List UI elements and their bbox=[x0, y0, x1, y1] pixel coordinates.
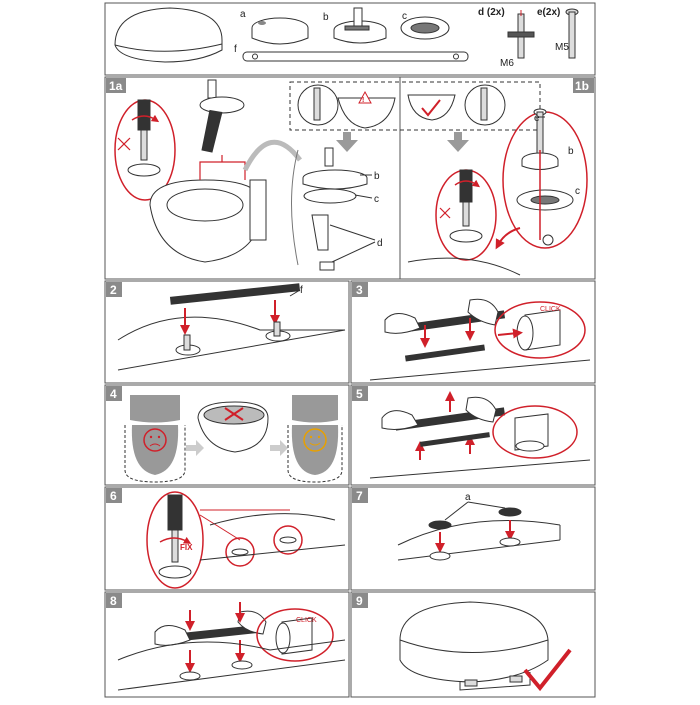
zoom-circle-1b-large bbox=[503, 112, 587, 248]
part-a-label: a bbox=[240, 9, 246, 20]
step-9-number: 9 bbox=[356, 594, 363, 608]
step-3-panel: 3 CLICK bbox=[352, 282, 590, 380]
fix-label-6: FIX bbox=[180, 543, 193, 552]
callout-c-1b: c bbox=[575, 186, 580, 197]
screwdriver-detail bbox=[128, 100, 160, 176]
step-9-panel: 9 bbox=[352, 593, 570, 690]
bowl-4 bbox=[198, 402, 268, 452]
part-b-label: b bbox=[323, 12, 329, 23]
part-d-thread: M6 bbox=[500, 58, 514, 69]
detail-left bbox=[298, 85, 395, 128]
step-1b-panel: 1b e b bbox=[408, 78, 594, 275]
bar-f-2 bbox=[170, 283, 300, 305]
part-c-label: c bbox=[402, 11, 407, 22]
gray-curve-arrow bbox=[245, 142, 300, 170]
down-arrow-1a bbox=[336, 132, 358, 152]
hands-3 bbox=[385, 299, 498, 333]
screw-assembly-1b bbox=[517, 109, 573, 245]
click-detail-3 bbox=[517, 310, 560, 350]
step-8-panel: 8 CLICK bbox=[106, 593, 345, 690]
step-1a-number: 1a bbox=[109, 79, 123, 93]
step-8-number: 8 bbox=[110, 594, 117, 608]
step-6-number: 6 bbox=[110, 489, 117, 503]
part-f-label: f bbox=[234, 44, 237, 55]
bar-3-low bbox=[405, 344, 485, 361]
callout-c-1a: c bbox=[374, 194, 379, 205]
exploded-view bbox=[303, 148, 367, 270]
toilet-seat-part bbox=[115, 8, 222, 62]
step-3-number: 3 bbox=[356, 283, 363, 297]
callout-d-1a: d bbox=[377, 238, 383, 249]
cross-icon bbox=[118, 138, 130, 150]
cross-icon-1b bbox=[440, 208, 450, 218]
down-arrow-1b bbox=[447, 132, 469, 152]
part-f-bar bbox=[243, 52, 468, 61]
step-7-panel: 7 a bbox=[352, 488, 560, 560]
detail-right bbox=[408, 85, 505, 125]
part-b bbox=[334, 8, 386, 43]
step-5-number: 5 bbox=[356, 387, 363, 401]
step-2-panel: 2 f bbox=[106, 282, 345, 370]
part-c bbox=[401, 17, 449, 39]
callout-f-2: f bbox=[300, 285, 303, 296]
step-5-panel: 5 bbox=[352, 386, 590, 478]
step-6-panel: 6 FIX bbox=[106, 488, 345, 588]
step-2-number: 2 bbox=[110, 283, 117, 297]
part-e-thread: M5 bbox=[555, 42, 569, 53]
callout-e-1b: e bbox=[534, 113, 540, 124]
red-up-arrows-5 bbox=[420, 396, 470, 460]
part-e-label: e(2x) bbox=[537, 7, 560, 18]
callout-a-7: a bbox=[465, 492, 471, 503]
toilet-bowl bbox=[150, 180, 266, 262]
step-1b-number: 1b bbox=[575, 79, 589, 93]
callout-b-1a: b bbox=[374, 171, 380, 182]
bracket bbox=[292, 150, 299, 265]
part-d-label: d (2x) bbox=[478, 7, 505, 18]
click-label-8: CLICK bbox=[296, 617, 317, 624]
svg-text:!: ! bbox=[362, 97, 364, 104]
step-4-panel: 4 bbox=[106, 386, 342, 482]
callout-b-1b: b bbox=[568, 146, 574, 157]
part-d-bolt bbox=[508, 10, 534, 58]
caps-7 bbox=[429, 508, 521, 529]
red-down-arrows-2 bbox=[185, 300, 275, 330]
installed-seat bbox=[400, 602, 548, 690]
parts-overview: a b c d (2x) M6 e(2x) M5 bbox=[115, 7, 578, 69]
red-marks bbox=[200, 155, 245, 180]
click-label-3: CLICK bbox=[540, 306, 561, 313]
step-4-number: 4 bbox=[110, 387, 117, 401]
hinge-assembly bbox=[200, 80, 244, 152]
step-7-number: 7 bbox=[356, 489, 363, 503]
part-a bbox=[252, 18, 308, 44]
